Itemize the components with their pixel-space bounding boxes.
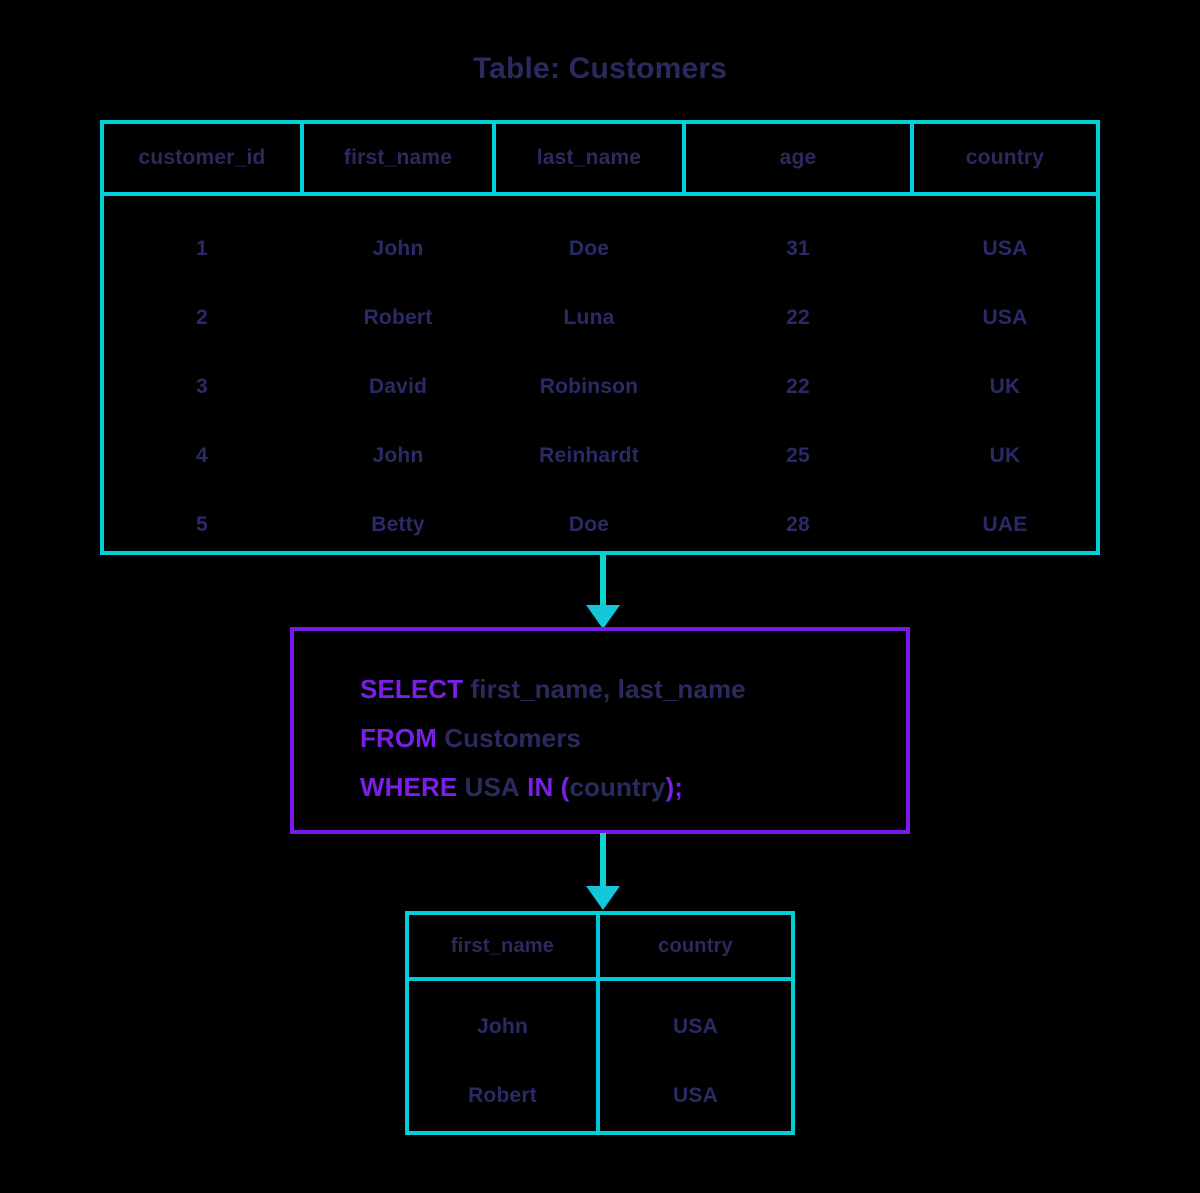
table-cell: Doe — [568, 236, 610, 260]
sql-line-from: FROM Customers — [360, 714, 896, 763]
result-column-body: John Robert — [409, 981, 596, 1131]
source-column-body: John Robert David John Betty — [304, 196, 492, 559]
sql-keyword-in: IN — [527, 772, 554, 802]
table-cell: 5 — [196, 512, 208, 536]
sql-select-columns: first_name, last_name — [463, 674, 746, 704]
table-cell: USA — [673, 1083, 718, 1107]
sql-keyword-select: SELECT — [360, 674, 464, 704]
result-column-country: country USA USA — [600, 915, 791, 1131]
table-cell: 28 — [786, 512, 810, 536]
table-cell: UAE — [982, 512, 1028, 536]
table-cell: USA — [982, 305, 1028, 329]
table-cell: 25 — [786, 443, 810, 467]
sql-query-text: SELECT first_name, last_name FROM Custom… — [360, 665, 896, 812]
table-cell: USA — [982, 236, 1028, 260]
table-cell: Doe — [568, 512, 610, 536]
arrow-shaft — [600, 555, 606, 605]
source-column-last-name: last_name Doe Luna Robinson Reinhardt Do… — [496, 124, 686, 536]
table-cell: UK — [989, 443, 1021, 467]
table-cell: Robert — [468, 1083, 537, 1107]
table-cell: 3 — [196, 374, 208, 398]
table-cell: Robinson — [539, 374, 639, 398]
table-cell: USA — [673, 1014, 718, 1038]
table-cell: 4 — [196, 443, 208, 467]
arrow-down-icon — [583, 833, 623, 910]
table-cell: UK — [989, 374, 1021, 398]
table-cell: David — [368, 374, 428, 398]
result-header-first-name: first_name — [409, 915, 596, 981]
result-table-grid: first_name John Robert country USA USA — [409, 915, 791, 1131]
source-column-body: 31 22 22 25 28 — [686, 196, 910, 559]
table-cell: John — [477, 1014, 528, 1038]
table-cell: 22 — [786, 374, 810, 398]
table-cell: 2 — [196, 305, 208, 329]
source-column-age: age 31 22 22 25 28 — [686, 124, 914, 536]
arrow-shaft — [600, 833, 606, 886]
sql-line-select: SELECT first_name, last_name — [360, 665, 896, 714]
arrow-head — [586, 886, 620, 910]
sql-close-paren: ); — [665, 772, 684, 802]
source-header-age: age — [686, 124, 910, 196]
source-column-body: 1 2 3 4 5 — [104, 196, 300, 559]
sql-where-value: USA — [464, 772, 520, 802]
source-column-body: USA USA UK UK UAE — [914, 196, 1096, 559]
source-table: customer_id 1 2 3 4 5 first_name John Ro… — [100, 120, 1100, 555]
source-column-body: Doe Luna Robinson Reinhardt Doe — [496, 196, 682, 559]
arrow-head — [586, 605, 620, 629]
source-column-customer-id: customer_id 1 2 3 4 5 — [104, 124, 304, 536]
result-column-first-name: first_name John Robert — [409, 915, 600, 1131]
sql-space — [457, 772, 464, 802]
result-table: first_name John Robert country USA USA — [405, 911, 795, 1135]
table-cell: Reinhardt — [539, 443, 639, 467]
sql-keyword-from: FROM — [360, 723, 437, 753]
result-column-body: USA USA — [600, 981, 791, 1131]
sql-from-table: Customers — [436, 723, 581, 753]
sql-query-box: SELECT first_name, last_name FROM Custom… — [290, 627, 910, 834]
table-cell: Robert — [363, 305, 433, 329]
sql-where-column: country — [569, 772, 666, 802]
source-header-first-name: first_name — [304, 124, 492, 196]
table-cell: Luna — [563, 305, 615, 329]
source-column-first-name: first_name John Robert David John Betty — [304, 124, 496, 536]
source-column-country: country USA USA UK UK UAE — [914, 124, 1096, 536]
table-cell: Betty — [371, 512, 425, 536]
source-header-country: country — [914, 124, 1096, 196]
source-header-last-name: last_name — [496, 124, 682, 196]
result-header-country: country — [600, 915, 791, 981]
table-cell: 31 — [786, 236, 810, 260]
source-header-customer-id: customer_id — [104, 124, 300, 196]
sql-line-where: WHERE USA IN (country); — [360, 763, 896, 812]
arrow-down-icon — [583, 555, 623, 629]
table-cell: John — [372, 236, 424, 260]
source-table-grid: customer_id 1 2 3 4 5 first_name John Ro… — [104, 124, 1096, 551]
table-cell: John — [372, 443, 424, 467]
table-cell: 22 — [786, 305, 810, 329]
table-cell: 1 — [196, 236, 208, 260]
sql-open-paren: ( — [560, 772, 570, 802]
page-title: Table: Customers — [472, 52, 728, 85]
sql-keyword-where: WHERE — [360, 772, 458, 802]
sql-space — [553, 772, 560, 802]
